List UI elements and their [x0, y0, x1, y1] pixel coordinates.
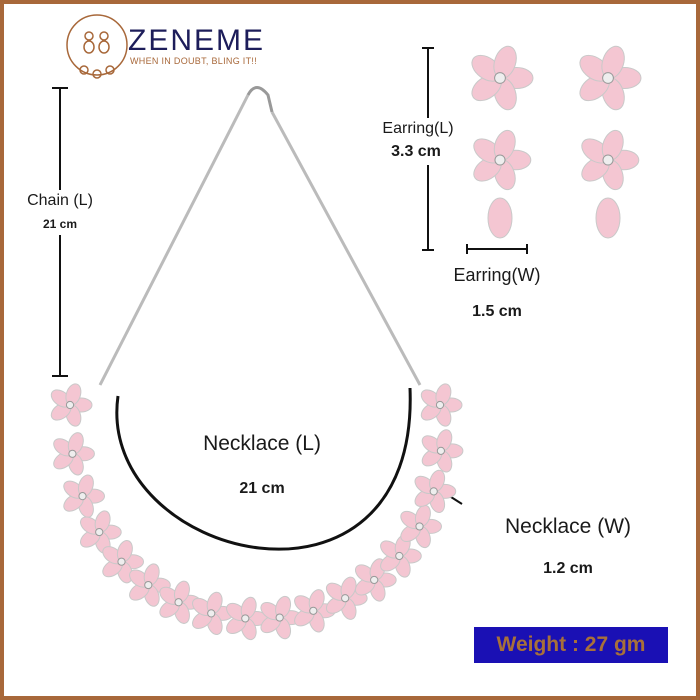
- necklace-width-value: 1.2 cm: [543, 560, 593, 577]
- flower: [53, 432, 95, 476]
- flower: [325, 576, 368, 620]
- earring-width-line: [466, 244, 528, 254]
- flower: [63, 474, 106, 518]
- chain-label: Chain (L): [27, 192, 93, 209]
- earring-width-label: Earring(W): [453, 265, 541, 285]
- flower: [473, 129, 532, 191]
- flower: [579, 45, 642, 111]
- flower: [192, 591, 234, 636]
- necklace-flowers: [50, 383, 464, 641]
- necklace-chain: [98, 86, 422, 386]
- earring-drop: [595, 197, 621, 239]
- flower: [50, 383, 93, 427]
- flower: [102, 540, 144, 584]
- flower: [159, 580, 202, 624]
- earrings: [471, 45, 642, 239]
- necklace-width-label: Necklace (W): [504, 515, 632, 538]
- weight-badge: Weight : 27 gm: [474, 627, 668, 663]
- flower: [354, 558, 397, 602]
- flower: [80, 510, 122, 554]
- brand-name: ZENEME: [128, 24, 266, 57]
- flower: [471, 45, 534, 111]
- flower: [260, 595, 303, 640]
- flower: [581, 129, 640, 191]
- flower: [129, 563, 171, 607]
- earring-length-line: [422, 47, 434, 251]
- earring-length-label: Earring(L): [382, 120, 454, 137]
- earring-drop: [487, 197, 513, 239]
- necklace-length-arc: [115, 387, 412, 551]
- flower: [400, 504, 443, 549]
- chain-measure-line: [52, 87, 68, 377]
- flower: [226, 596, 268, 641]
- flower: [414, 469, 457, 514]
- flower: [421, 429, 464, 473]
- necklace-length-label: Necklace (L): [203, 432, 321, 455]
- flower: [420, 383, 463, 427]
- flower: [294, 589, 336, 633]
- flower: [380, 534, 422, 578]
- brand-tagline: WHEN IN DOUBT, BLING IT!!: [130, 56, 258, 66]
- chain-value: 21 cm: [42, 217, 78, 231]
- necklace-length-value: 21 cm: [239, 480, 285, 497]
- earring-length-value: 3.3 cm: [391, 143, 441, 160]
- earring-width-value: 1.5 cm: [472, 303, 522, 320]
- logo-icon: [66, 14, 128, 79]
